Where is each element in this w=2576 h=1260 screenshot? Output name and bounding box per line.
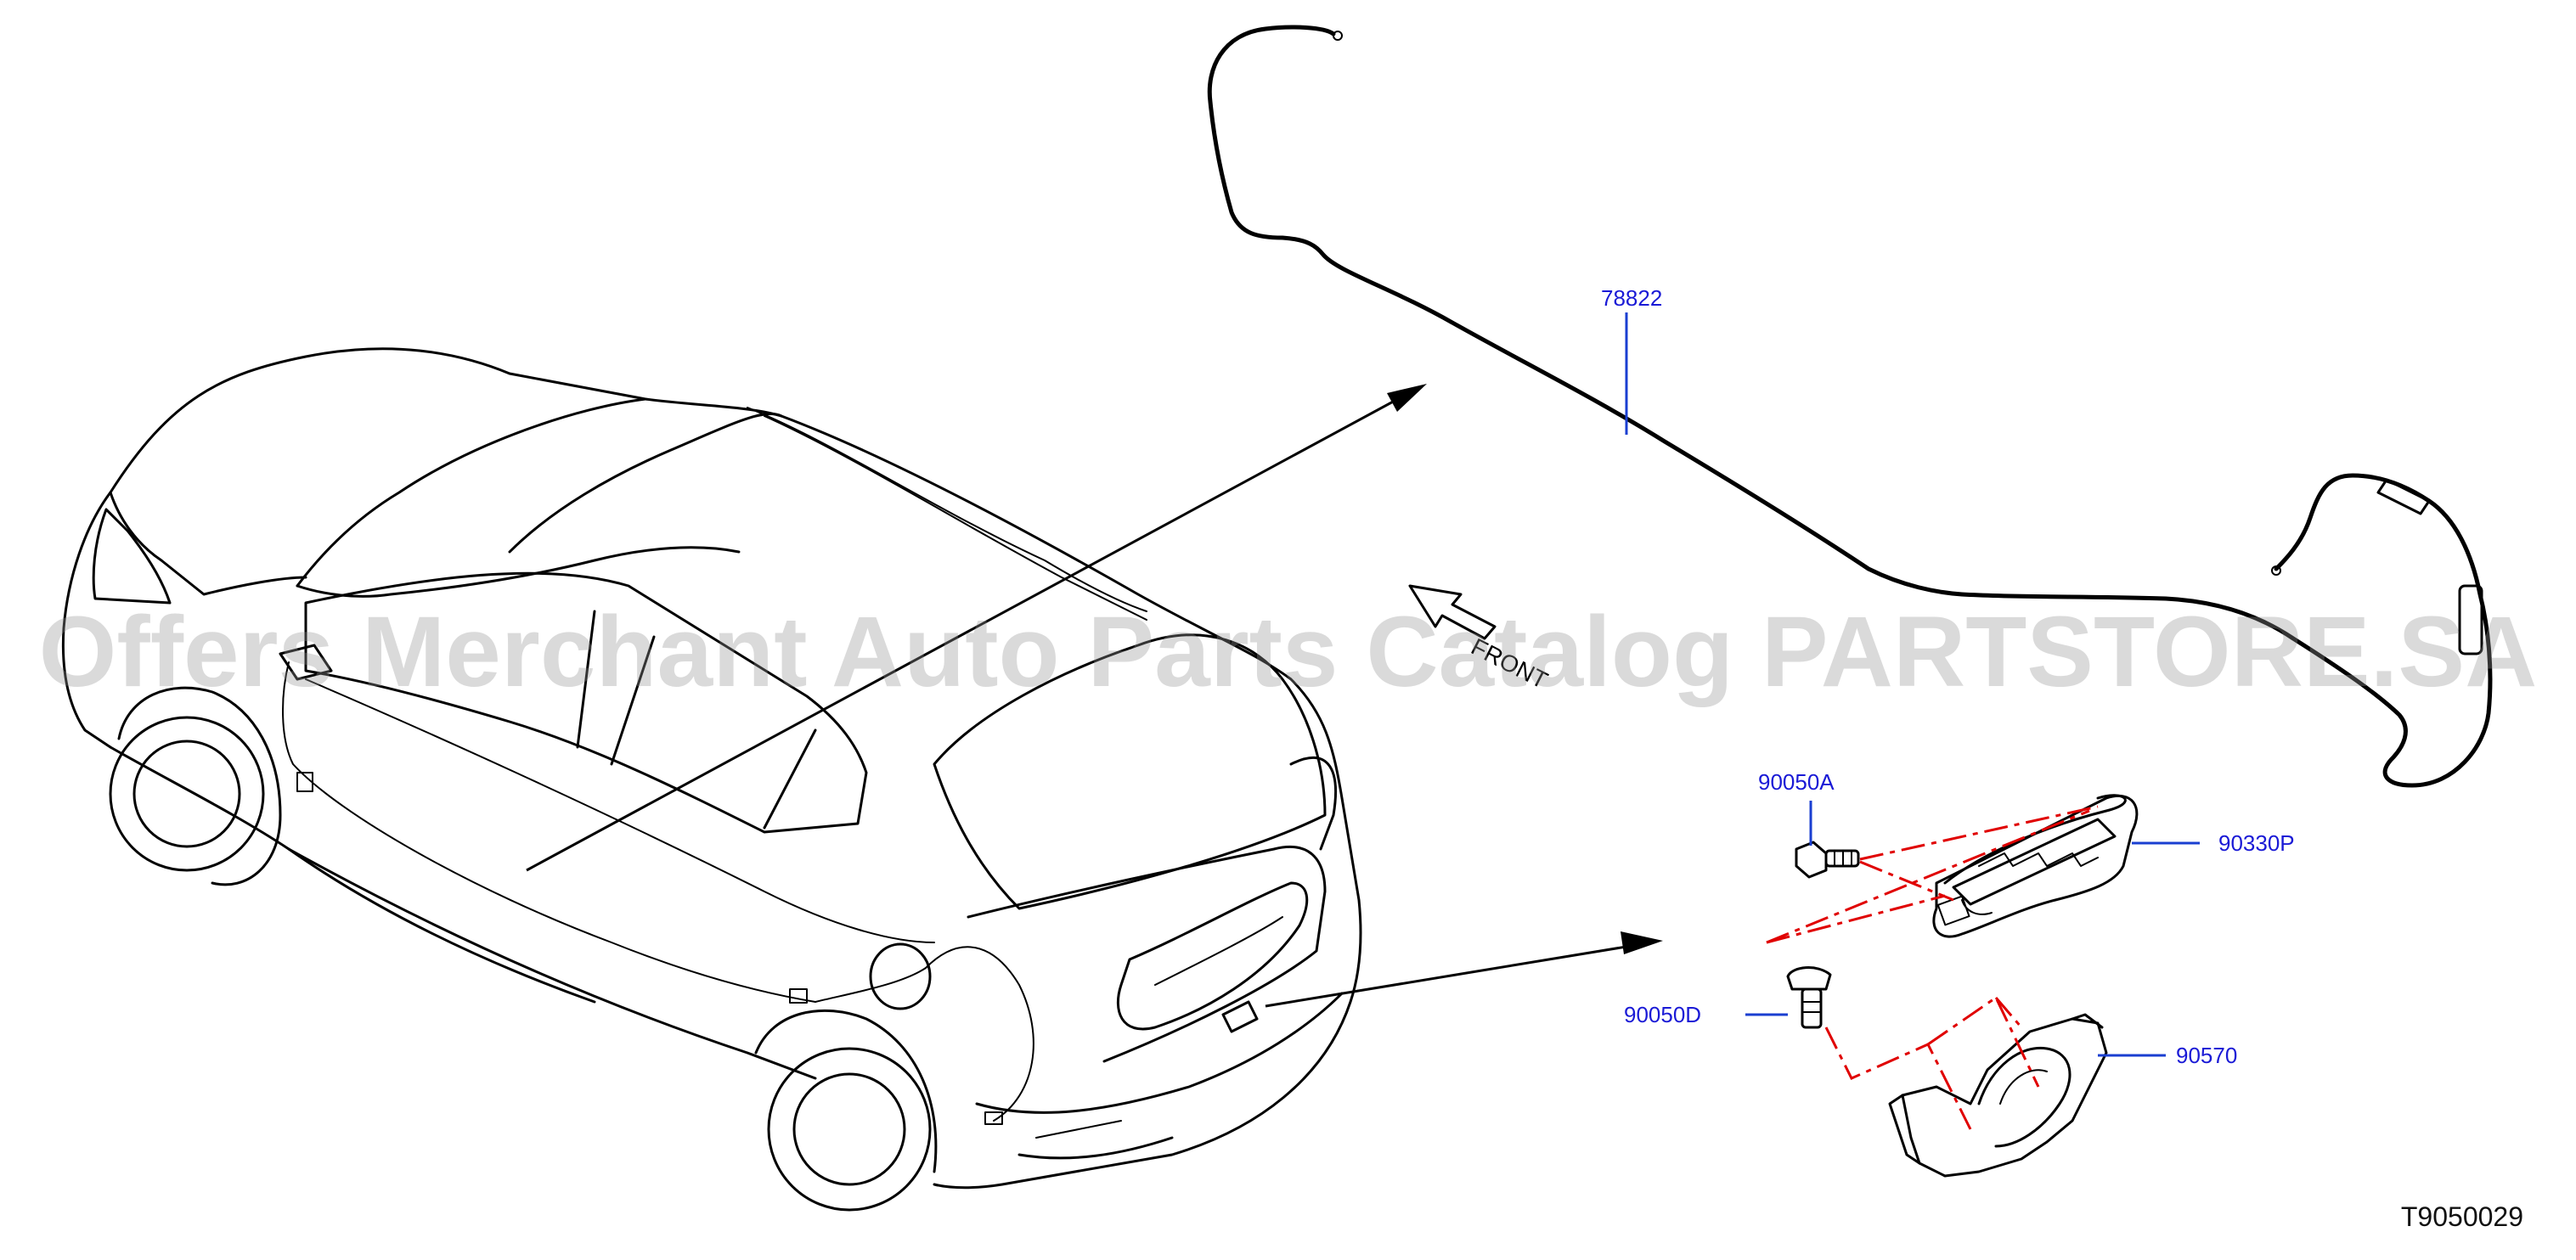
drawing-number: T9050029 — [2400, 1201, 2523, 1232]
vehicle-illustration — [61, 347, 1362, 1212]
front-arrow-icon — [1408, 584, 1497, 640]
callout-90330p: 90330P — [2218, 830, 2295, 856]
bolt-90050a — [1795, 841, 1860, 879]
bracket-90570 — [1888, 1013, 2108, 1178]
front-label: FRONT — [1467, 633, 1552, 694]
callout-labels: 78822 90050A 90330P 90050D 90570 — [1601, 285, 2295, 1068]
harness-assembly — [1207, 25, 2493, 788]
callout-90050d: 90050D — [1624, 1002, 1701, 1027]
callout-90570: 90570 — [2176, 1043, 2237, 1068]
callout-78822: 78822 — [1601, 285, 1662, 311]
bolt-90050d — [1786, 966, 1832, 1029]
callout-leaders — [1625, 312, 2200, 1057]
arrow-head-icon — [1387, 384, 1427, 412]
indicator-arrows — [526, 384, 1663, 1008]
arrow-head-icon — [1621, 931, 1663, 954]
callout-90050a: 90050A — [1758, 769, 1835, 795]
assembly-dash-lines — [1766, 805, 2099, 1130]
front-direction-marker: FRONT — [1408, 584, 1552, 694]
opener-switch-90330p — [1932, 794, 2139, 938]
